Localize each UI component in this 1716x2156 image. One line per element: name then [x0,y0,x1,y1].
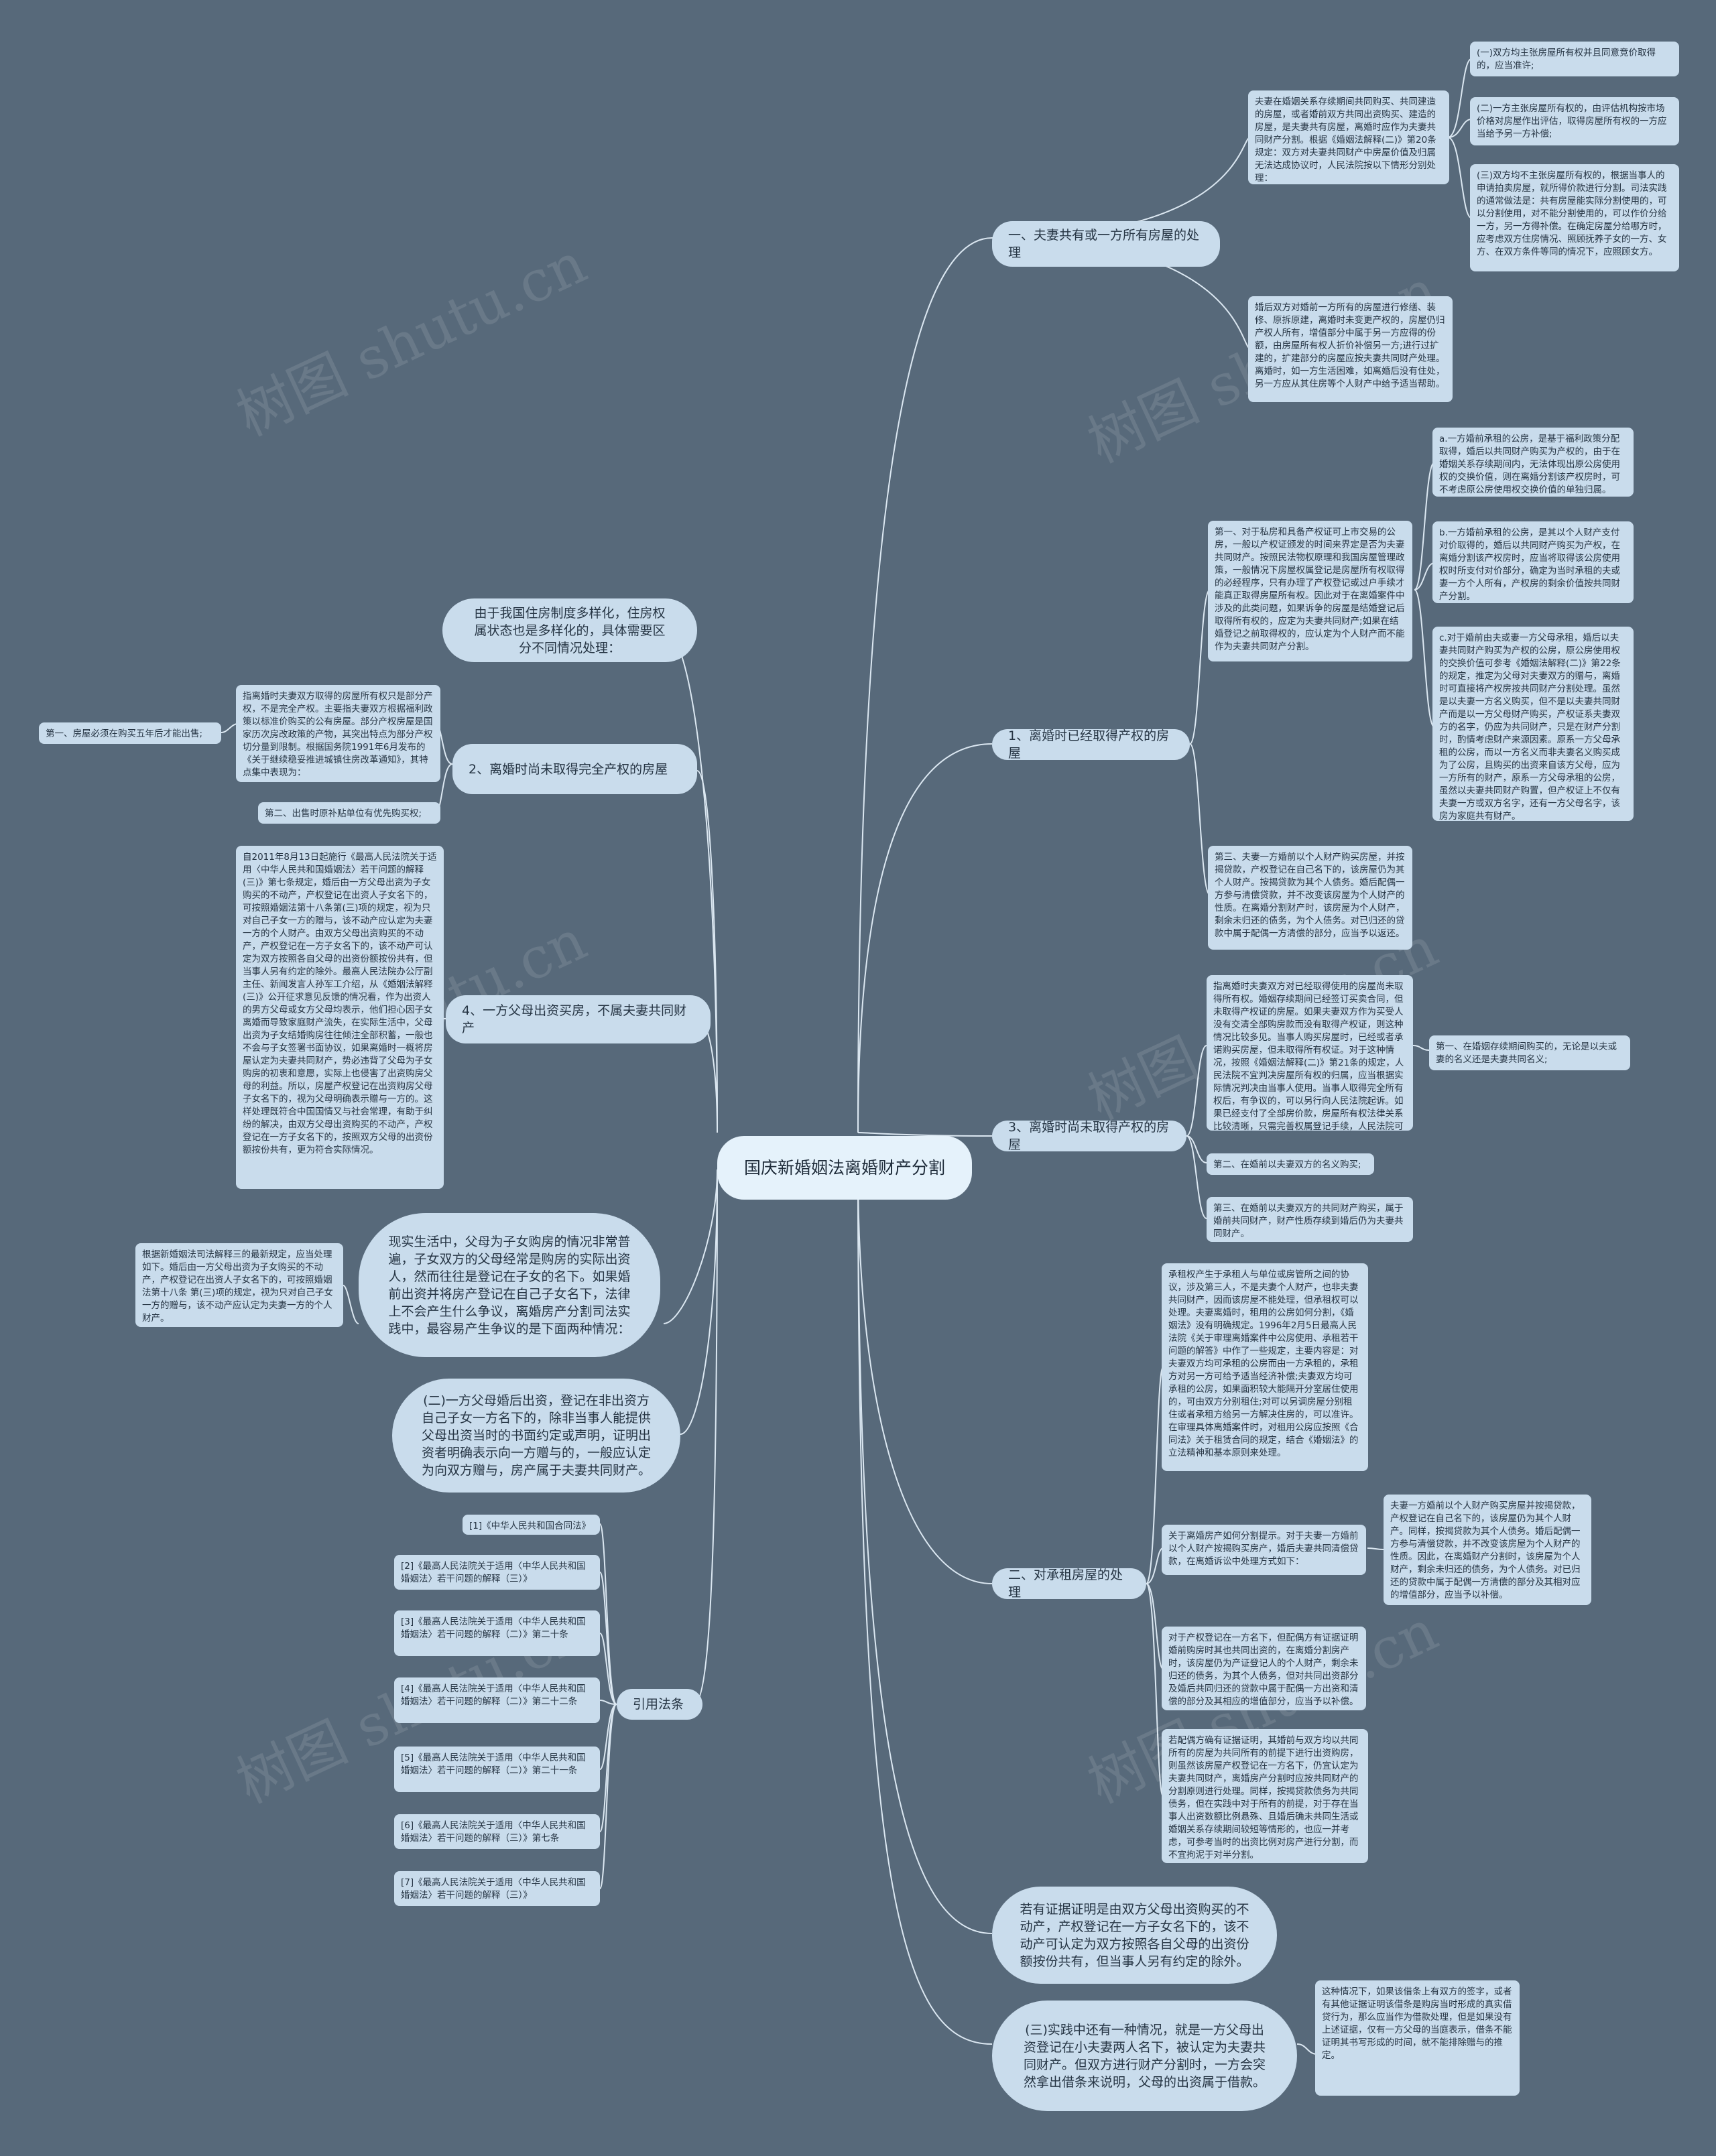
link-b4-second [1146,1547,1164,1584]
branch-owned-property[interactable]: 1、离婚时已经取得产权的房屋 [992,728,1190,761]
b1-option-3: (三)双方均不主张房屋所有权的，根据当事人的申请拍卖房屋，就所得价款进行分割。司… [1470,164,1679,271]
practice-detail: 根据新婚姻法司法解释三的最新规定，应当处理如下。婚后由一方父母出资为子女购买的不… [135,1243,343,1327]
b3-option-1: 第一、在婚姻存续期间购买的，无论是以夫或妻的名义还是夫妻共同名义; [1429,1035,1630,1070]
law-2[interactable]: [2]《最高人民法院关于适用〈中华人民共和国婚姻法〉若干问题的解释（三）》 [394,1555,600,1590]
link-b2-third [1189,743,1211,895]
link-root-b1 [857,237,993,1133]
link-b7-l3 [599,1633,617,1705]
law-4[interactable]: [4]《最高人民法院关于适用〈中华人民共和国婚姻法〉若干问题的解释（二）》第二十… [394,1677,600,1723]
b4-second-detail: 夫妻一方婚前以个人财产购买房屋并按揭贷款，产权登记在自己名下的，该房屋仍为其个人… [1384,1495,1591,1605]
evidence-bubble[interactable]: 若有证据证明是由双方父母出资购买的不动产，产权登记在一方子女名下的，该不动产可认… [992,1887,1277,1984]
b2-option-b: b.一方婚前承租的公房，是其以个人财产支付对价取得的，婚后以共同财产购买为产权，… [1432,521,1634,603]
link-b2main-c [1414,589,1435,728]
link-b2main-b [1414,562,1435,590]
b1-option-2: (二)一方主张房屋所有权的，由评估机构按市场价格对房屋作出评估，取得房屋所有权的… [1470,97,1679,145]
branch-rented-house[interactable]: 二、对承租房屋的处理 [992,1568,1146,1600]
b3-main-note: 指离婚时夫妻双方对已经取得使用的房屋尚未取得所有权。婚姻存续期间已经签订买卖合同… [1207,975,1413,1131]
link-b1main-c2 [1447,119,1472,138]
after-marriage-bubble[interactable]: (二)一方父母婚后出资，登记在非出资方自己子女一方名下的，除非当事人能提供父母出… [392,1379,680,1493]
link-b1main-c3 [1447,137,1472,218]
b2-option-a: a.一方婚前承租的公房，是基于福利政策分配取得，婚后以共同财产购买为产权的，由于… [1432,428,1634,497]
b1-main-note: 夫妻在婚姻关系存续期间共同购买、共同建造的房屋，或者婚前双方共同出资购买、建造的… [1248,90,1449,184]
b5-option-1: 第一、房屋必须在购买五年后才能出售; [39,722,221,744]
link-b7-l7 [599,1704,617,1889]
b3-third-note: 第三、在婚前以夫妻双方的共同财产购买，属于婚前共同财产，财产性质存续到婚后仍为夫… [1207,1197,1413,1242]
link-root-after [680,1169,718,1435]
branch-parents-funding[interactable]: 4、一方父母出资买房，不属夫妻共同财产 [446,995,711,1043]
link-practice-c1 [343,1285,359,1324]
link-b2-main [1189,589,1211,745]
third-case-detail: 这种情况下，如果该借条上有双方的签字，或者有其他证据证明该借条是购房当时形成的真… [1315,1980,1520,2096]
b4-third-note: 对于产权登记在一方名下，但配偶方有证据证明婚前购房时其也共同出资的，在离婚分割房… [1162,1627,1366,1710]
branch-cited-laws[interactable]: 引用法条 [617,1689,702,1720]
link-root-b3 [857,1132,993,1137]
link-b4second-c1 [1367,1547,1384,1550]
link-root-practice [663,1169,718,1324]
branch-shared-or-own-house[interactable]: 一、夫妻共有或一方所有房屋的处理 [992,221,1220,267]
link-root-third [857,1169,993,2045]
b1-second-note: 婚后双方对婚前一方所有的房屋进行修缮、装修、原拆原建，离婚时未变更产权的，房屋仍… [1248,296,1453,402]
link-b4-main [1146,1367,1164,1584]
b4-main-note: 承租权产生于承租人与单位或房管所之间的协议，涉及第三人，不是夫妻个人财产，也非夫… [1162,1263,1368,1471]
link-b4-third [1146,1583,1164,1669]
link-b1main-c1 [1447,58,1472,138]
practice-bubble[interactable]: 现实生活中，父母为子女购房的情况非常普遍，子女双方的父母经常是购房的实际出资人，… [359,1213,660,1357]
b1-option-1: (一)双方均主张房屋所有权并且同意竞价取得的，应当准许; [1470,42,1679,76]
link-b7-l5 [599,1704,617,1770]
b4-fourth-note: 若配偶方确有证据证明，其婚前与双方均以共同所有的房屋为共同所有的前提下进行出资购… [1162,1729,1368,1863]
link-third-c1 [1296,2043,1318,2055]
link-root-b7 [693,1169,718,1705]
b5-main-note: 指离婚时夫妻双方取得的房屋所有权只是部分产权，不是完全产权。主要指夫妻双方根据福… [236,685,440,782]
law-5[interactable]: [5]《最高人民法院关于适用〈中华人民共和国婚姻法〉若干问题的解释（二）》第二十… [394,1747,600,1792]
b3-second-note: 第二、在婚前以夫妻双方的名义购买; [1207,1153,1374,1175]
b2-option-c: c.对于婚前由夫或妻一方父母承租，婚后以夫妻共同财产购买为产权的公房，原公房使用… [1432,627,1634,821]
link-b7-l4 [599,1700,617,1705]
root-topic[interactable]: 国庆新婚姻法离婚财产分割 [717,1136,972,1200]
third-case-bubble[interactable]: (三)实践中还有一种情况，就是一方父母出资登记在小夫妻两人名下，被认定为夫妻共同… [992,2001,1297,2111]
link-root-evidence [857,1169,993,1934]
link-b3-third [1186,1135,1207,1219]
law-7[interactable]: [7]《最高人民法院关于适用〈中华人民共和国婚姻法〉若干问题的解释（三）》 [394,1871,600,1906]
link-b3-second [1186,1135,1207,1163]
b4-second-note: 关于离婚房产如何分割提示。对于夫妻一方婚前以个人财产按揭购买房产，婚后夫妻共同清… [1162,1525,1366,1575]
branch-no-title-yet[interactable]: 3、离婚时尚未取得产权的房屋 [992,1120,1186,1152]
link-b4-fourth [1146,1583,1164,1797]
b2-main-note: 第一、对于私房和具备产权证可上市交易的公房，一般以产权证颁发的时间来界定是否为夫… [1208,521,1412,661]
link-b7-l2 [599,1572,617,1705]
b2-third-note: 第三、夫妻一方婚前以个人财产购买房屋，并按揭贷款，产权登记在自己名下的，该房屋仍… [1208,846,1412,950]
link-b2main-a [1414,462,1435,590]
link-b3-main [1186,1045,1207,1137]
link-root-intro [663,629,718,1133]
link-root-b4 [857,1169,993,1584]
branch-partial-title[interactable]: 2、离婚时尚未取得完全产权的房屋 [452,744,697,794]
link-root-b2 [857,743,993,1133]
law-3[interactable]: [3]《最高人民法院关于适用〈中华人民共和国婚姻法〉若干问题的解释（二）》第二十… [394,1610,600,1656]
b5-option-2: 第二、出售时原补贴单位有优先购买权; [258,802,440,824]
b6-main-note: 自2011年8月13日起施行《最高人民法院关于适用〈中华人民共和国婚姻法〉若干问… [236,846,444,1189]
link-root-b5 [696,770,718,1133]
law-1[interactable]: [1]《中华人民共和国合同法》 [463,1515,600,1535]
link-b3main-c1 [1412,1045,1430,1051]
law-6[interactable]: [6]《最高人民法院关于适用〈中华人民共和国婚姻法〉若干问题的解释（三）》第七条 [394,1814,600,1849]
intro-bubble[interactable]: 由于我国住房制度多样化，住房权属状态也是多样化的，具体需要区分不同情况处理： [442,598,697,662]
